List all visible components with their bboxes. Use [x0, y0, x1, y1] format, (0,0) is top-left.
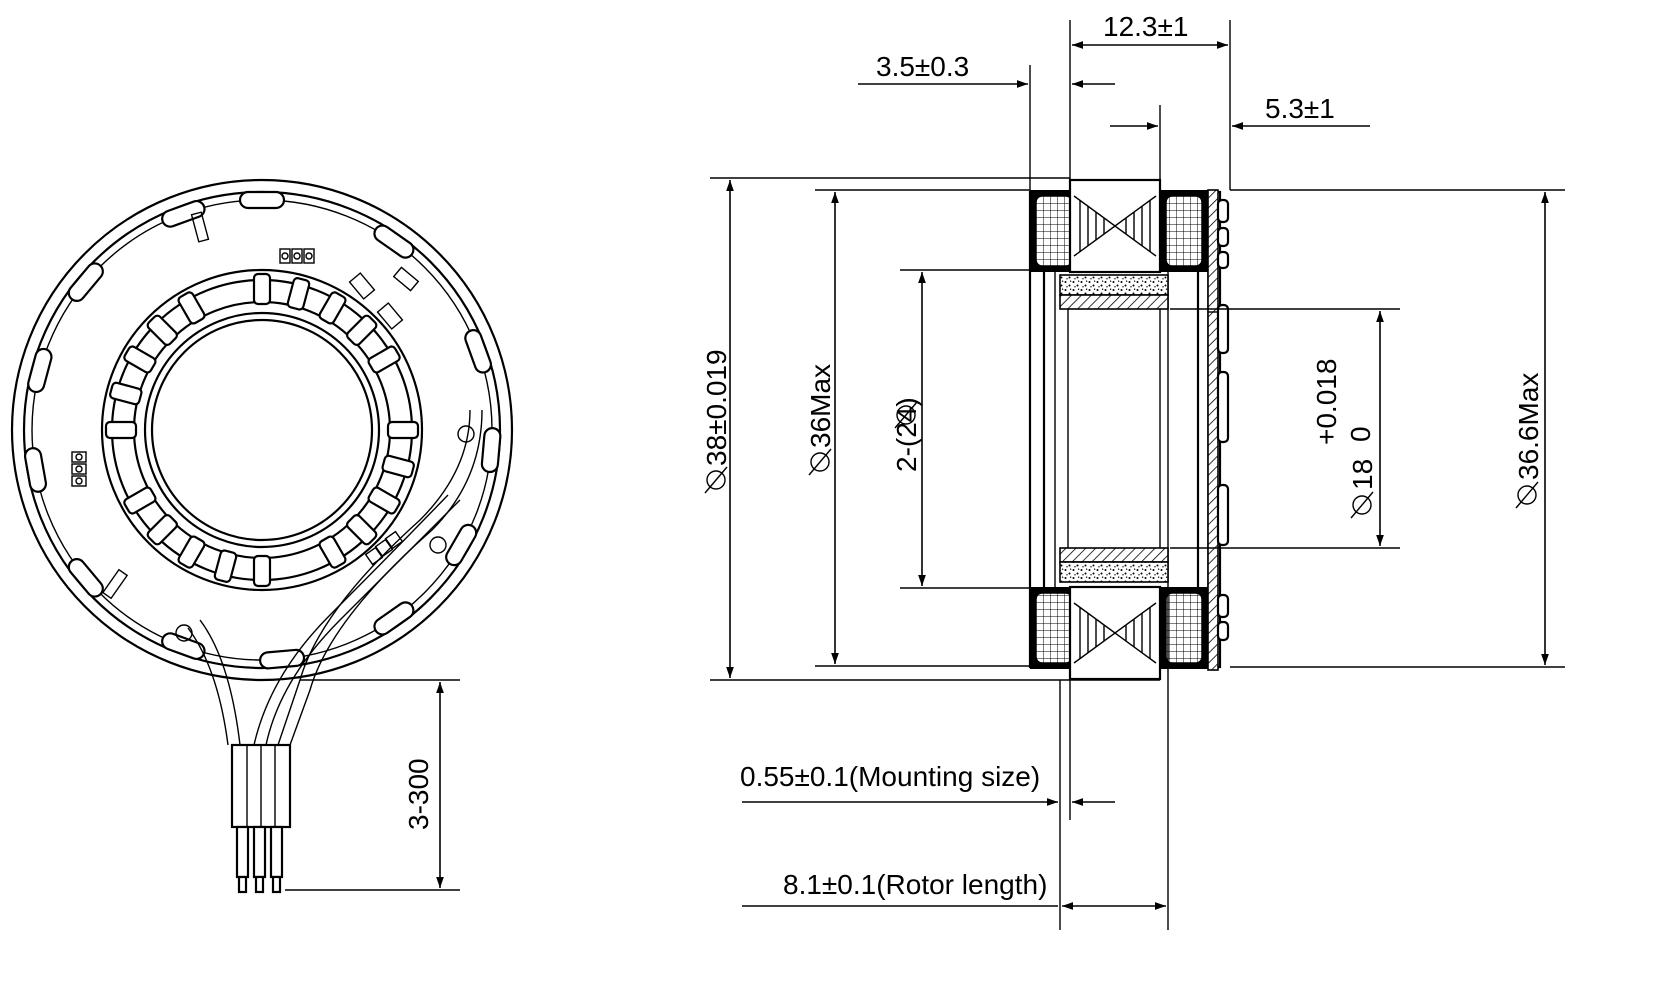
outer-ring: [10, 178, 514, 682]
rotor-tolerance-lower: 0: [1345, 426, 1376, 442]
rotor-diameter-label: 18: [1347, 459, 1378, 490]
mounting-size-label: 0.55±0.1(Mounting size): [740, 761, 1040, 792]
pcb-max-label: 36.6Max: [1513, 373, 1544, 480]
bore-diameter-label: 2-(24): [891, 397, 922, 472]
rotor: [1059, 274, 1169, 583]
side-view: 12.3±1 3.5±0.3 5.3±1 38±0.019 36Max 2-(2…: [701, 11, 1565, 930]
flange-thickness-label: 3.5±0.3: [876, 51, 969, 82]
lead-length-label: 3-300: [403, 758, 434, 830]
pcb-edge: [1207, 189, 1230, 671]
pcb-slots: [23, 190, 502, 670]
lead-wires: [175, 409, 483, 746]
winding-slots: [104, 272, 420, 588]
pcb-pads: [71, 211, 420, 600]
upper-winding: [1030, 178, 1208, 274]
hub-outer: [100, 268, 424, 592]
rotor-tolerance-upper: +0.018: [1311, 359, 1342, 445]
lower-winding: [1030, 585, 1208, 681]
front-view: 3-300: [10, 178, 514, 894]
rotor-length-label: 8.1±0.1(Rotor length): [783, 869, 1047, 900]
wire-sleeve: [230, 743, 292, 894]
overall-width-label: 12.3±1: [1103, 11, 1188, 42]
rotor-overhang-label: 5.3±1: [1265, 93, 1335, 124]
outer-diameter-label: 38±0.019: [701, 349, 732, 466]
stator-max-label: 36Max: [805, 364, 836, 448]
bore: [150, 318, 374, 542]
